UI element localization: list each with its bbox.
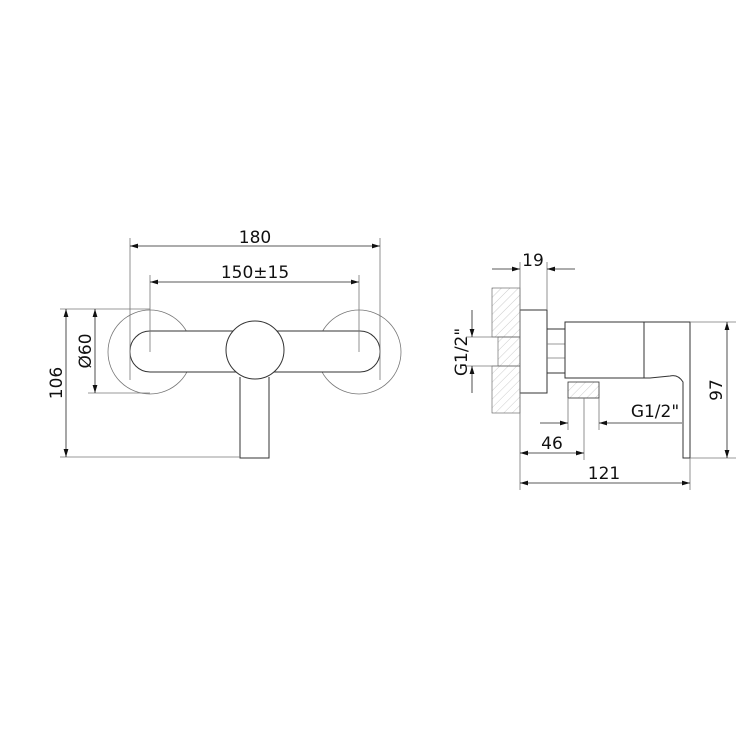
- wall-section-top: [491, 287, 521, 338]
- dim-escutcheon-diameter: Ø60: [76, 333, 96, 368]
- dim-escutcheon-depth: 19: [522, 251, 544, 271]
- escutcheon-side: [519, 309, 548, 394]
- hex-nut: [546, 328, 566, 374]
- lever-handle: [239, 377, 270, 459]
- body-side: [564, 321, 645, 379]
- dim-width-overall: 180: [239, 228, 271, 248]
- dim-inlet-thread: G1/2": [452, 328, 472, 376]
- control-knob: [225, 320, 285, 380]
- outlet-thread: [567, 381, 600, 399]
- dim-height-overall: 106: [47, 367, 67, 399]
- dim-centers: 150±15: [221, 263, 289, 283]
- dim-height-side: 97: [707, 379, 727, 401]
- front-view: 180 150±15 106 Ø60: [47, 228, 402, 459]
- side-view: 19 G1/2" G1/2" 46 121 97: [452, 251, 736, 490]
- dim-depth-overall: 121: [588, 464, 620, 484]
- dim-outlet-offset: 46: [541, 434, 563, 454]
- wall-section-bottom: [491, 365, 521, 414]
- handle-side: [643, 321, 691, 459]
- inlet-pipe-thread: [497, 336, 521, 367]
- dim-outlet-thread: G1/2": [631, 402, 679, 422]
